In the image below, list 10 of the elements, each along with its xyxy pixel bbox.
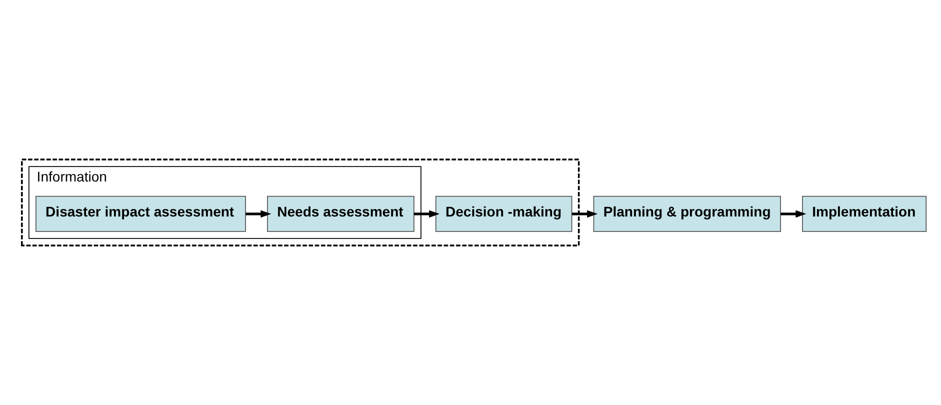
node-box: Planning & programming [593,196,781,232]
arrow [246,210,272,218]
arrow [572,210,598,218]
node-box: Disaster impact assessment [35,196,246,232]
node-box: Implementation [802,196,927,232]
arrow [780,210,806,218]
cluster [21,158,580,246]
node-box: Decision -making [435,196,572,232]
arrow [414,210,440,218]
node-box: Needs assessment [267,196,414,232]
